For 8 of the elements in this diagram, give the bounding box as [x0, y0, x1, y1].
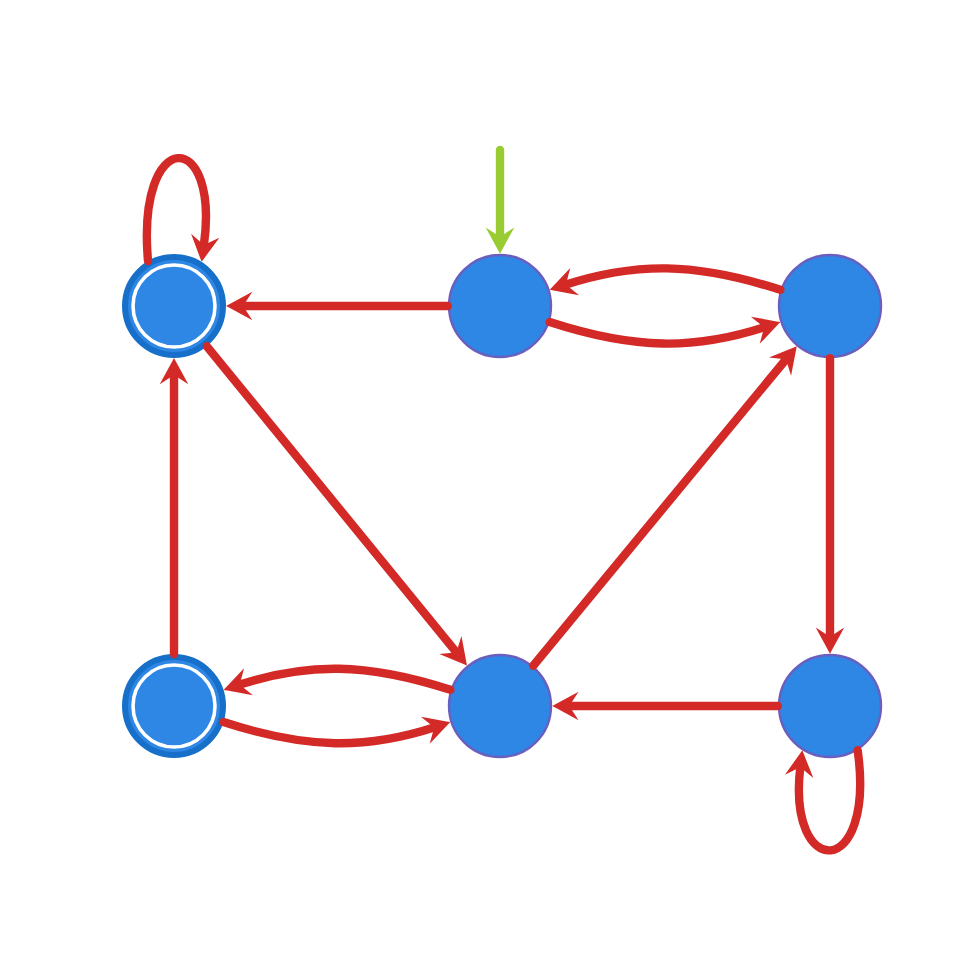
loop-arrow — [784, 746, 865, 855]
state-circle — [777, 653, 883, 759]
loop-arrow — [142, 154, 220, 266]
state-circle — [447, 653, 553, 759]
double-circle — [122, 254, 226, 358]
double-circle — [122, 653, 226, 758]
state-circle — [777, 253, 883, 359]
state-circle — [447, 253, 553, 359]
